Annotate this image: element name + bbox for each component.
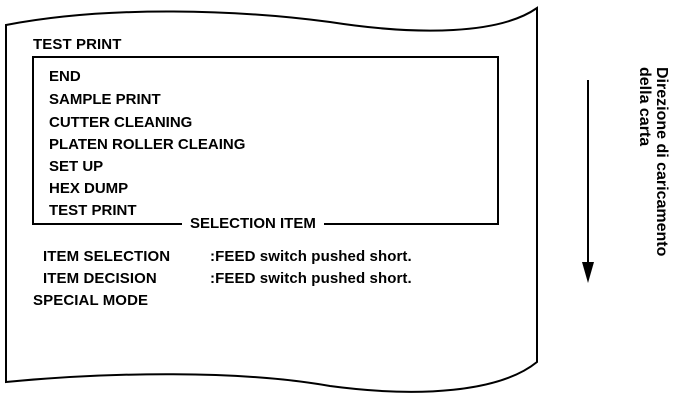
menu-item-platen-roller-cleaing: PLATEN ROLLER CLEAING <box>49 136 246 153</box>
special-mode-label: SPECIAL MODE <box>33 292 149 309</box>
menu-item-end: END <box>49 68 81 85</box>
item-selection-label: ITEM SELECTION <box>43 248 171 265</box>
page-title: TEST PRINT <box>33 36 122 53</box>
paper-sheet <box>5 6 538 393</box>
selection-item-label: SELECTION ITEM <box>182 215 324 233</box>
feed-direction-line2: della carta <box>636 67 653 147</box>
feed-direction-label: Direzione di caricamento della carta <box>636 67 670 256</box>
item-decision-label: ITEM DECISION <box>43 270 157 287</box>
menu-item-sample-print: SAMPLE PRINT <box>49 91 161 108</box>
feed-direction-arrow-head <box>582 262 594 283</box>
menu-item-set-up: SET UP <box>49 158 104 175</box>
item-selection-value: :FEED switch pushed short. <box>210 248 412 265</box>
feed-direction-line1: Direzione di caricamento <box>653 67 670 257</box>
item-decision-value: :FEED switch pushed short. <box>210 270 412 287</box>
menu-item-hex-dump: HEX DUMP <box>49 180 129 197</box>
menu-item-test-print: TEST PRINT <box>49 202 137 219</box>
menu-item-cutter-cleaning: CUTTER CLEANING <box>49 114 193 131</box>
